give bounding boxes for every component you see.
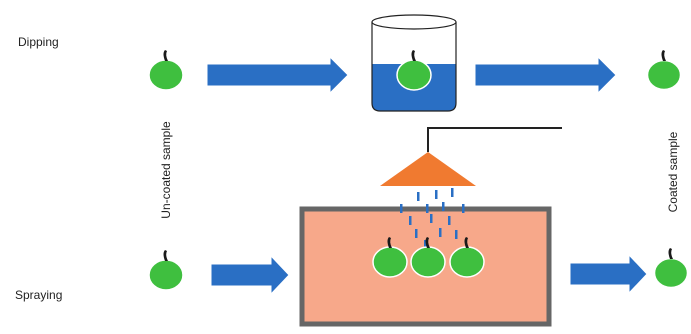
arrow-from-spray-icon — [569, 253, 648, 295]
coated-fruit-spraying-icon — [652, 246, 690, 290]
arrow-from-dip-icon — [474, 55, 617, 95]
arrow-to-spray-icon — [210, 254, 290, 296]
dipping-label: Dipping — [18, 35, 59, 49]
coated-fruit-dipping-icon — [645, 48, 683, 92]
spray-pipe-icon — [427, 127, 562, 152]
spray-droplets — [400, 188, 465, 248]
spray-nozzle-icon — [380, 152, 476, 186]
uncoated-fruit-spraying-icon — [148, 249, 184, 291]
dipping-beaker-icon — [371, 14, 457, 112]
spraying-label: Spraying — [15, 288, 63, 302]
arrow-to-dip-icon — [206, 55, 349, 95]
uncoated-sample-label: Un-coated sample — [159, 121, 173, 219]
uncoated-fruit-dipping-icon — [148, 49, 184, 91]
coated-sample-label: Coated sample — [666, 131, 680, 213]
